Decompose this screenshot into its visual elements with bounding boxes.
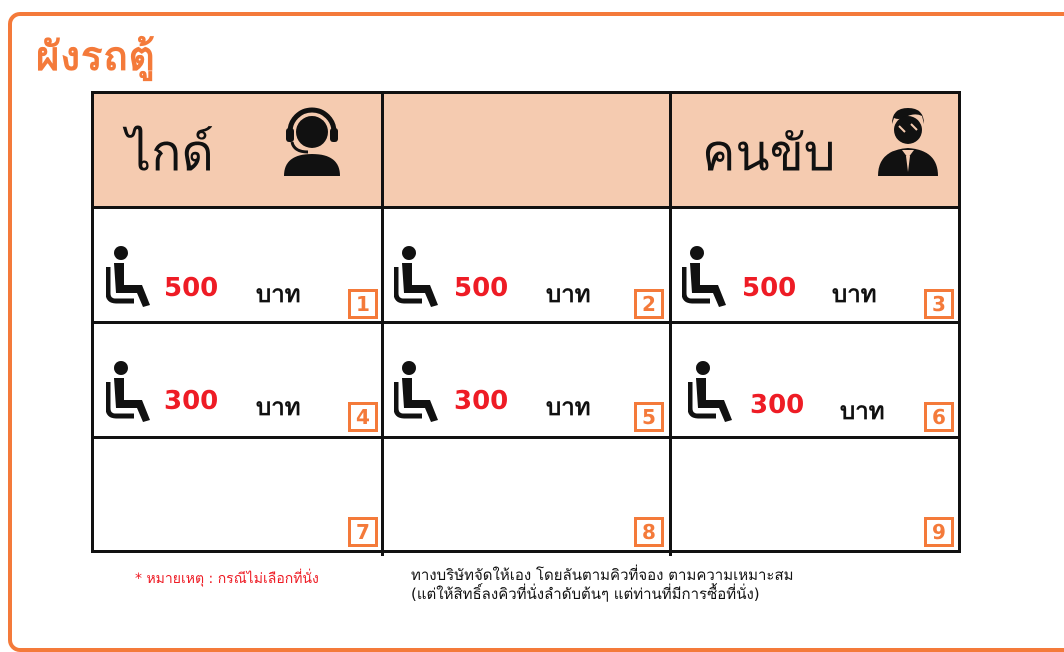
note-body: ทางบริษัทจัดให้เอง โดยลันตามคิวที่จอง ตา… — [411, 566, 794, 604]
seat-price: 500 — [454, 273, 509, 303]
row-divider — [94, 321, 958, 324]
seat-number: 3 — [924, 289, 954, 319]
driver-header-cell: คนขับ — [672, 94, 958, 209]
column-divider — [669, 206, 672, 556]
seated-person-icon — [394, 246, 438, 307]
seat-cell-7[interactable]: 7 — [94, 439, 381, 550]
driver-label: คนขับ — [702, 124, 836, 182]
column-divider — [381, 206, 384, 556]
seat-cell-8[interactable]: 8 — [384, 439, 669, 550]
seat-price-unit: บาท — [256, 280, 301, 308]
seating-chart: ไกด์ คนขับ 500 — [91, 91, 961, 556]
row-divider — [94, 436, 958, 439]
seated-person-icon — [688, 361, 732, 422]
seat-cell-9[interactable]: 9 — [672, 439, 958, 550]
guide-label: ไกด์ — [126, 124, 214, 182]
seat-price: 300 — [750, 390, 805, 420]
businessman-icon — [878, 108, 938, 176]
seated-person-icon — [106, 246, 150, 307]
seat-price: 300 — [164, 386, 219, 416]
seat-cell-6[interactable]: 300 บาท 6 — [672, 324, 958, 436]
note-label: * หมายเหตุ : กรณีไม่เลือกที่นั่ง — [135, 571, 319, 587]
seat-cell-5[interactable]: 300 บาท 5 — [384, 324, 669, 436]
seat-number: 2 — [634, 289, 664, 319]
seat-price-unit: บาท — [546, 280, 591, 308]
seat-number: 5 — [634, 402, 664, 432]
note-line: (แต่ให้สิทธิ์ลงคิวที่นั่งลำดับต้นๆ แต่ท่… — [411, 585, 760, 603]
seat-price: 300 — [454, 386, 509, 416]
seat-price-unit: บาท — [546, 393, 591, 421]
seat-price: 500 — [742, 273, 797, 303]
seat-number: 6 — [924, 402, 954, 432]
row-divider — [94, 206, 958, 209]
seat-number: 7 — [348, 517, 378, 547]
seat-cell-3[interactable]: 500 บาท 3 — [672, 209, 958, 321]
seat-number: 8 — [634, 517, 664, 547]
guide-header-cell: ไกด์ — [94, 94, 384, 209]
seat-price-unit: บาท — [840, 397, 885, 425]
seated-person-icon — [106, 361, 150, 422]
note-line: ทางบริษัทจัดให้เอง โดยลันตามคิวที่จอง ตา… — [411, 566, 794, 584]
seat-number: 9 — [924, 517, 954, 547]
page-title: ผังรถตู้ — [36, 34, 156, 80]
seat-cell-2[interactable]: 500 บาท 2 — [384, 209, 669, 321]
seat-price-unit: บาท — [256, 393, 301, 421]
seated-person-icon — [394, 361, 438, 422]
middle-header-cell — [384, 94, 672, 209]
seat-price-unit: บาท — [832, 280, 877, 308]
seat-cell-4[interactable]: 300 บาท 4 — [94, 324, 381, 436]
seat-cell-1[interactable]: 500 บาท 1 — [94, 209, 381, 321]
seated-person-icon — [682, 246, 726, 307]
headset-person-icon — [284, 107, 340, 176]
seat-number: 1 — [348, 289, 378, 319]
seat-price: 500 — [164, 273, 219, 303]
seat-number: 4 — [348, 402, 378, 432]
